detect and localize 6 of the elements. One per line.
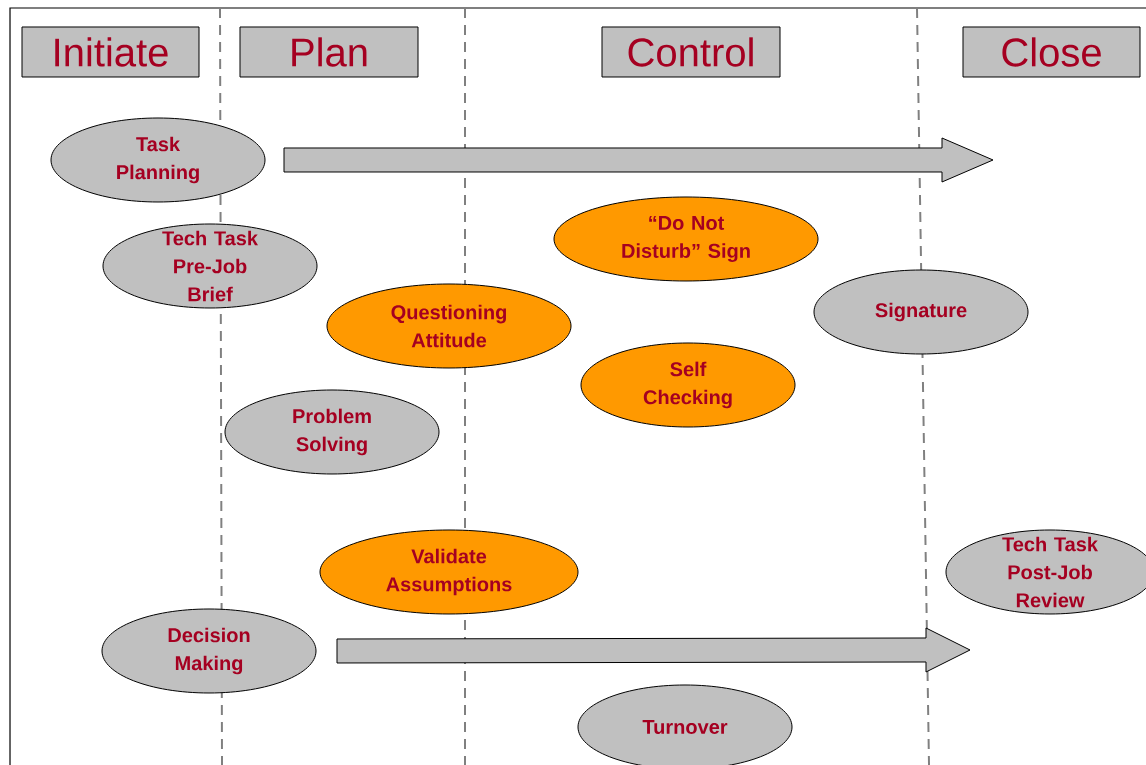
phase-box: Close bbox=[962, 26, 1141, 78]
phase-box: Initiate bbox=[21, 26, 200, 78]
phase-box: Plan bbox=[239, 26, 419, 78]
block-arrow bbox=[283, 137, 994, 183]
phase-box: Control bbox=[601, 26, 781, 78]
block-arrow bbox=[336, 627, 971, 673]
